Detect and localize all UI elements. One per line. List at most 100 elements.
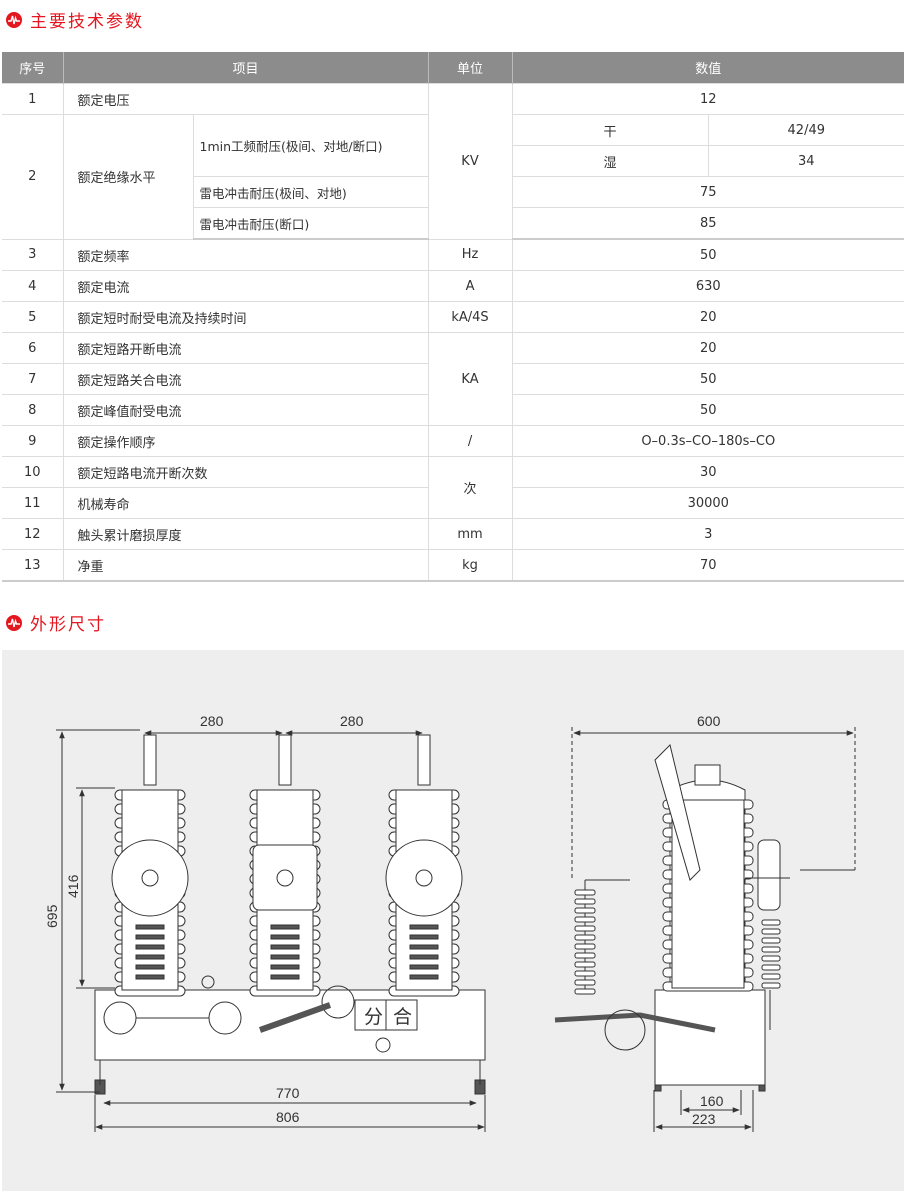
cell-subitem: 1min工频耐压(极间、对地/断口) [193,114,429,177]
header-no: 序号 [2,52,64,84]
cell-value: O–0.3s–CO–180s–CO [512,425,904,457]
cell-value: 34 [708,145,904,177]
section-title-dimensions: 外形尺寸 [6,610,106,635]
cell-item: 机械寿命 [63,487,429,519]
cell-value: 3 [512,518,904,550]
dim-pole-spacing-1: 280 [200,713,224,729]
drawing-svg: 分 合 280 280 695 416 770 [44,713,856,1132]
cell-no: 7 [2,363,64,395]
cell-unit: KV [428,83,513,240]
header-value: 数值 [512,52,904,84]
cell-no: 5 [2,301,64,333]
cell-item: 额定短路电流开断次数 [63,456,429,488]
cell-condition: 干 [512,114,709,146]
cell-value: 30000 [512,487,904,519]
cell-item: 额定操作顺序 [63,425,429,457]
cell-item: 额定电压 [63,83,429,115]
cell-item: 额定频率 [63,238,429,271]
cell-no: 10 [2,456,64,488]
cell-item: 净重 [63,549,429,582]
cell-value: 85 [512,207,904,240]
header-item: 项目 [63,52,429,84]
front-view [94,734,486,1095]
label-open: 分 [364,1006,383,1028]
dim-pole-spacing-2: 280 [340,713,364,729]
cell-value: 12 [512,83,904,115]
side-view [554,744,855,1092]
cell-unit: 次 [428,456,513,519]
dim-total-height: 695 [44,904,60,928]
cell-item: 额定峰值耐受电流 [63,394,429,426]
pole [385,734,463,997]
cell-no: 13 [2,549,64,582]
dim-mount-depth: 160 [700,1093,724,1109]
cell-value: 70 [512,549,904,582]
cell-value: 50 [512,394,904,426]
table-row: 1 额定电压 KV 12 [2,83,904,240]
dimension-drawing: 分 合 280 280 695 416 770 [2,650,904,1191]
dimension-lines [56,727,856,1132]
cell-value: 50 [512,363,904,395]
cell-item: 额定短时耐受电流及持续时间 [63,301,429,333]
cell-item: 额定电流 [63,270,429,302]
section-title-specs: 主要技术参数 [6,7,144,32]
cell-unit: kg [428,549,513,582]
cell-value: 42/49 [708,114,904,146]
cell-item: 额定绝缘水平 [63,114,194,240]
cell-no: 1 [2,83,64,115]
pulse-icon [6,614,22,631]
cell-item: 触头累计磨损厚度 [63,518,429,550]
cell-no: 3 [2,238,64,271]
cell-unit: KA [428,332,513,426]
base-frame [94,989,486,1061]
cell-item: 额定短路关合电流 [63,363,429,395]
header-unit: 单位 [428,52,513,84]
cell-value: 20 [512,332,904,364]
pulse-icon [6,11,22,28]
cell-no: 4 [2,270,64,302]
cell-no: 9 [2,425,64,457]
cell-value: 630 [512,270,904,302]
dim-total-width: 806 [276,1109,300,1125]
cell-no: 11 [2,487,64,519]
dim-base-depth: 223 [692,1111,716,1127]
cell-unit: mm [428,518,513,550]
cell-condition: 湿 [512,145,709,177]
cell-unit: kA/4S [428,301,513,333]
cell-value: 20 [512,301,904,333]
cell-no: 8 [2,394,64,426]
label-close: 合 [393,1006,412,1028]
cell-unit: Hz [428,238,513,271]
dim-total-depth: 600 [697,713,721,729]
section-title-text: 外形尺寸 [30,615,106,635]
cell-no: 2 [2,114,64,240]
table-row: 湿 34 [2,145,904,177]
cell-unit: A [428,270,513,302]
cell-value: 50 [512,238,904,271]
cell-subitem: 雷电冲击耐压(极间、对地) [193,176,429,208]
table-row: 雷电冲击耐压(极间、对地) 75 [2,176,904,208]
cell-subitem: 雷电冲击耐压(断口) [193,207,429,240]
pole [111,734,189,997]
cell-unit: / [428,425,513,457]
specs-table: 序号 项目 单位 数值 1 额定电压 KV 12 2 额定绝缘水平 1min工频… [2,52,904,582]
table-row: 雷电冲击耐压(断口) 85 [2,207,904,240]
cell-value: 30 [512,456,904,488]
cell-item: 额定短路开断电流 [63,332,429,364]
cell-no: 12 [2,518,64,550]
pole [249,734,321,997]
mechanism-housing [654,989,766,1086]
section-title-text: 主要技术参数 [30,12,144,32]
dim-mount-width: 770 [276,1085,300,1101]
dim-insulator-height: 416 [65,874,81,898]
